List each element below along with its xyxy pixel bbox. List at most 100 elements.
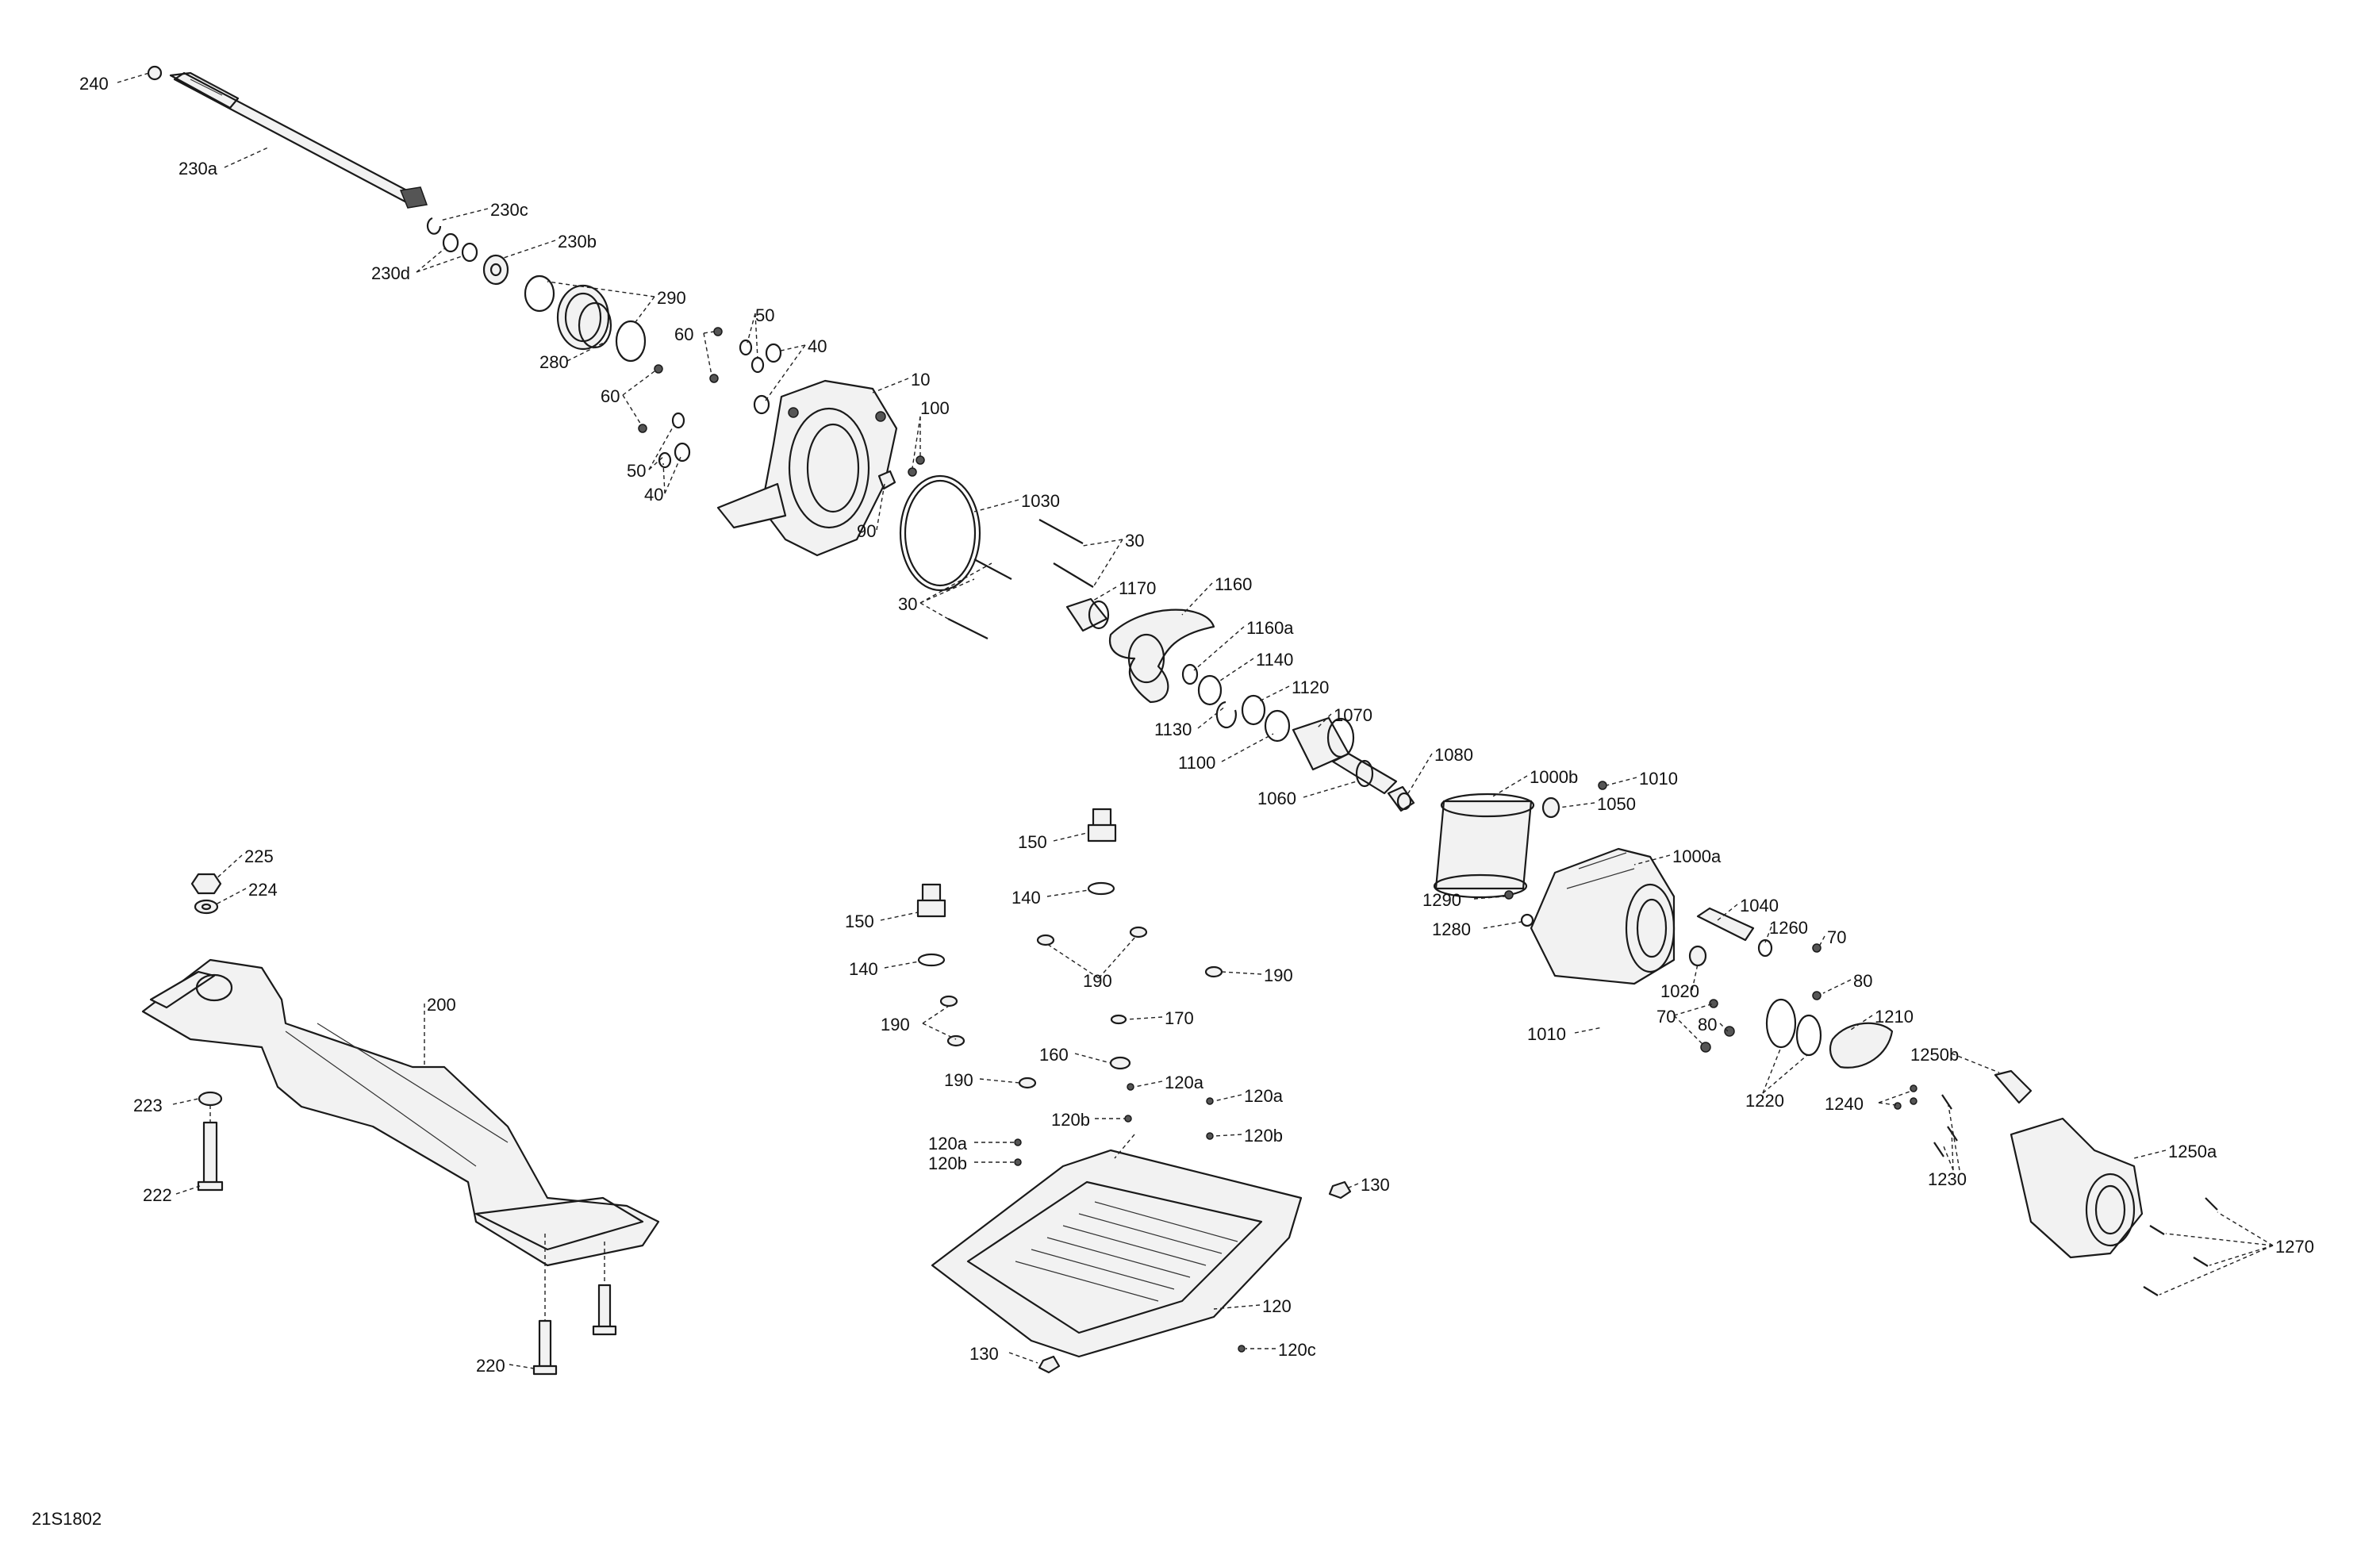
callout-50-top: 50 (755, 305, 774, 325)
callout-1010-top: 1010 (1639, 769, 1678, 789)
callout-40-left: 40 (644, 485, 663, 505)
callout-140-left: 140 (849, 959, 878, 979)
callout-1230: 1230 (1928, 1169, 1967, 1189)
callout-90: 90 (857, 521, 876, 541)
callout-130-right: 130 (1361, 1175, 1390, 1195)
gasket-1030-part (899, 474, 981, 592)
screws-190-part (939, 926, 1223, 1089)
callout-1130: 1130 (1154, 720, 1192, 739)
callout-1260: 1260 (1769, 918, 1808, 938)
impeller-rings-part (1181, 663, 1291, 743)
callout-1040: 1040 (1740, 896, 1779, 915)
callout-1170: 1170 (1119, 578, 1156, 598)
callout-120a-right: 120a (1244, 1086, 1284, 1106)
callout-80-left: 80 (1698, 1015, 1717, 1034)
callout-1010-bottom: 1010 (1527, 1024, 1566, 1044)
nozzle-1250a-part (2010, 1117, 2144, 1259)
callout-150-top: 150 (1018, 832, 1047, 852)
callout-190-lower: 190 (944, 1070, 973, 1090)
small-fasteners-part (1014, 1014, 1352, 1374)
shaft-rings-part (426, 217, 509, 286)
callout-1270: 1270 (2275, 1237, 2314, 1257)
callout-1080: 1080 (1434, 745, 1473, 765)
callout-70-left: 70 (1656, 1007, 1676, 1027)
impeller-shaft-1060-part (1331, 752, 1398, 795)
callout-1250a: 1250a (2168, 1142, 2217, 1161)
callout-1050: 1050 (1597, 794, 1636, 814)
callout-80-right: 80 (1853, 971, 1872, 991)
callout-170: 170 (1165, 1008, 1194, 1028)
callout-1160a: 1160a (1246, 618, 1294, 638)
callout-60-top: 60 (674, 324, 693, 344)
callout-1140: 1140 (1256, 650, 1293, 670)
plug-1290-1280-part (1504, 890, 1534, 927)
callout-1070: 1070 (1334, 705, 1372, 725)
fittings-150-part (916, 808, 1117, 918)
callout-230a: 230a (178, 159, 218, 178)
callout-1240: 1240 (1825, 1094, 1864, 1114)
studs-30-part (947, 519, 1094, 639)
callout-120: 120 (1262, 1296, 1292, 1316)
leader-lines (117, 72, 2274, 1369)
callout-30-left: 30 (898, 594, 917, 614)
fasteners-1260-70-80-part (1688, 938, 1821, 1053)
cap-1080-part (1387, 785, 1415, 812)
pump-housing-part (716, 379, 898, 557)
screws-1240-1230-part (1894, 1084, 1958, 1157)
callout-40-top: 40 (808, 336, 827, 356)
bearing-1170-part (1065, 597, 1110, 632)
callout-30-right: 30 (1125, 531, 1144, 551)
diagram-reference-id: 21S1802 (32, 1509, 102, 1529)
boot-and-clamps-part (524, 274, 647, 363)
cone-1210-part (1829, 1022, 1894, 1069)
skid-plate-120-part (931, 1149, 1303, 1358)
callout-1290: 1290 (1422, 890, 1461, 910)
callout-1220: 1220 (1745, 1091, 1784, 1111)
callout-222: 222 (143, 1185, 172, 1205)
callout-225: 225 (244, 846, 274, 866)
callout-1100: 1100 (1178, 753, 1215, 773)
callout-100: 100 (920, 398, 950, 418)
o-rings-1220-part (1765, 998, 1822, 1057)
nut-washer-225-224-part (190, 873, 222, 915)
callout-1210: 1210 (1875, 1007, 1914, 1027)
callout-1120: 1120 (1292, 677, 1329, 697)
drive-shaft-part (169, 71, 428, 209)
callout-1160: 1160 (1215, 574, 1252, 594)
callout-120b-left: 120b (928, 1153, 967, 1173)
callout-160: 160 (1039, 1045, 1069, 1065)
callout-230d: 230d (371, 263, 410, 283)
callout-120a-left: 120a (928, 1134, 968, 1153)
callout-140-top: 140 (1012, 888, 1041, 908)
callout-220: 220 (476, 1356, 505, 1376)
callout-1280: 1280 (1432, 919, 1471, 939)
callout-230c: 230c (490, 200, 528, 220)
callout-1020: 1020 (1660, 981, 1699, 1001)
callout-1030: 1030 (1021, 491, 1060, 511)
callout-1060: 1060 (1257, 789, 1296, 808)
callout-1000b: 1000b (1530, 767, 1578, 787)
callout-labels: 240 230a 230c 230b 230d 290 280 60 50 40… (79, 74, 2314, 1376)
callout-290: 290 (657, 288, 686, 308)
impeller-1160-part (1108, 608, 1215, 704)
callout-240: 240 (79, 74, 109, 94)
callout-10: 10 (911, 370, 930, 390)
callout-280: 280 (539, 352, 569, 372)
o-rings-140-part (917, 881, 1115, 967)
callout-120b-center: 120b (1051, 1110, 1090, 1130)
frame-200-part (141, 958, 660, 1267)
callout-150-left: 150 (845, 912, 874, 931)
callout-120c: 120c (1278, 1340, 1316, 1360)
wear-ring-1000b-part (1433, 793, 1535, 899)
callout-120b-right: 120b (1244, 1126, 1283, 1146)
callout-130-left: 130 (969, 1344, 999, 1364)
callout-1000a: 1000a (1672, 846, 1722, 866)
bolts-220-part (532, 1284, 617, 1376)
callout-190-left: 190 (881, 1015, 910, 1034)
callout-60-left: 60 (601, 386, 620, 406)
fasteners-60-50-40-part (638, 327, 782, 469)
callout-200: 200 (427, 995, 456, 1015)
callout-230b: 230b (558, 232, 597, 251)
bracket-1250b-part (1994, 1069, 2033, 1104)
